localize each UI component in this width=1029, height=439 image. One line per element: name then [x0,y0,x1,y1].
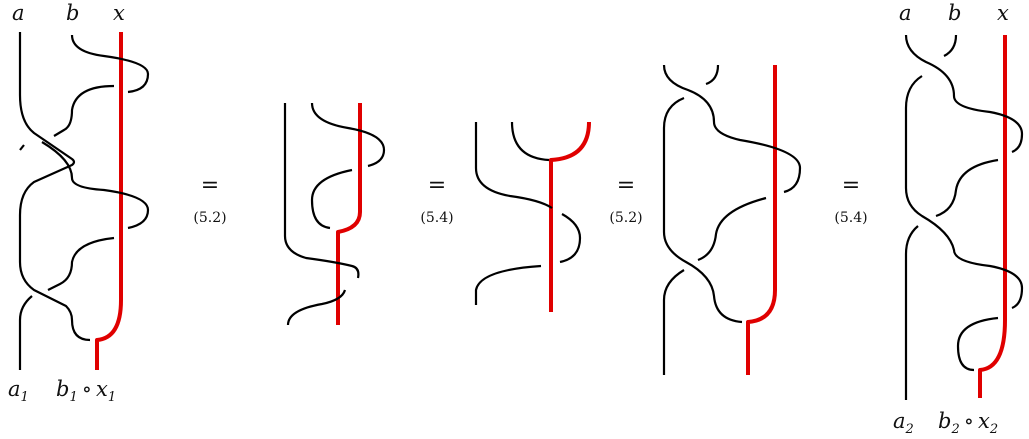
equals-symbol: = [201,173,219,198]
braid-diagram-3 [474,121,591,312]
strand-a-main [662,96,743,324]
label-top-a: a [899,1,912,25]
strand-b-upper [904,34,1024,154]
red-strand-x [549,121,591,312]
equals-sign-3: = (5.2) [609,173,642,226]
strand-b-segment-1 [53,84,115,137]
strand-a-top [943,34,958,57]
equation-reference: (5.4) [834,210,867,226]
red-strand-x [746,65,777,375]
label-bottom-a1: a1 [8,377,29,405]
strand-a [283,103,360,279]
equation-reference: (5.2) [609,210,642,226]
braid-diagram-2 [283,102,386,326]
label-bottom-b2-circ-x2: b2∘x2 [938,409,998,437]
strand-b-upper [662,64,802,194]
strand-b-loop-mid [310,168,353,230]
strand-b-loop-top [310,102,386,168]
red-strand-x [95,32,123,370]
equals-sign-2: = (5.4) [420,173,453,226]
equals-symbol: = [617,173,635,198]
strand-a [474,122,553,209]
strand-b-cap [510,121,550,162]
strand-b-bottom [662,269,685,375]
equation-reference: (5.2) [193,210,226,226]
equals-symbol: = [428,173,446,198]
red-strand-x [978,35,1007,398]
strand-b-middle [697,196,767,262]
equals-symbol: = [842,173,860,198]
strand-b-bottom [18,295,33,370]
label-bottom-a2: a2 [893,409,914,437]
red-strand-x [336,103,362,325]
equation-reference: (5.4) [420,210,453,226]
braid-diagram-5: a b x a2 b2∘x2 [893,1,1024,437]
strand-b-loop-1 [70,34,150,94]
label-top-b: b [66,1,79,25]
strand-b-loop-2 [41,141,150,230]
label-top-a: a [12,1,25,25]
strand-b-middle [935,158,999,218]
strand-b-bottom [286,289,347,326]
strand-a-bottom [474,264,542,305]
strand-a [18,32,91,342]
braid-diagram-4 [662,64,802,375]
braid-diagram-1: a b x a1 b1∘x1 [8,1,150,405]
strand-b-bottom [904,225,919,400]
strand-b-stub-1 [19,144,25,151]
strand-a-top [705,64,720,86]
label-top-b: b [948,1,961,25]
label-bottom-b1-circ-x1: b1∘x1 [56,377,116,405]
strand-a-loop [559,213,582,264]
strand-loop-bottom [956,316,999,372]
label-top-x: x [997,1,1009,25]
equals-sign-4: = (5.4) [834,173,867,226]
equals-sign-1: = (5.2) [193,173,226,226]
strand-a-main [904,75,1024,310]
label-top-x: x [113,1,125,25]
strand-b-segment-2 [47,236,115,291]
